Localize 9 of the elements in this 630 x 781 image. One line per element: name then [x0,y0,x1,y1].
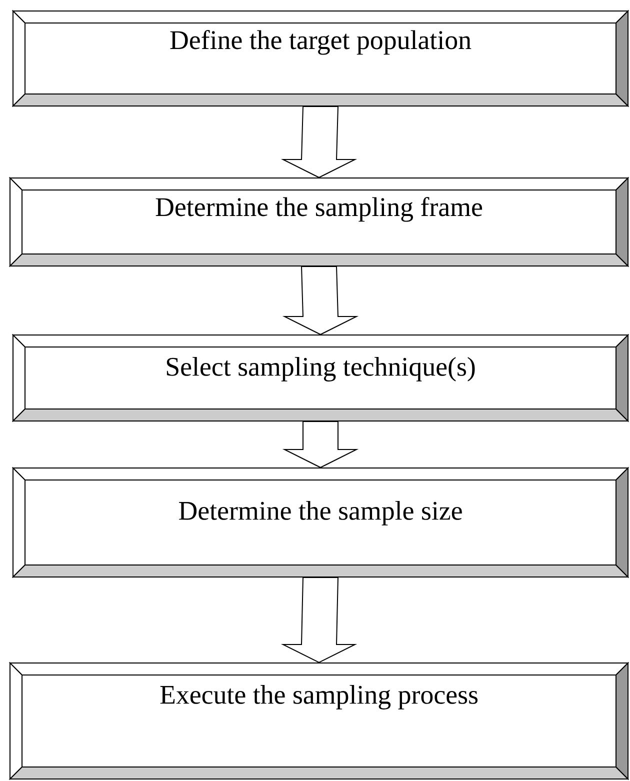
node-label: Determine the sampling frame [156,197,482,222]
block-arrow [282,266,359,336]
node-label: Select sampling technique(s) [166,356,475,382]
block-arrow [282,421,359,468]
node-label: Determine the sample size [178,500,462,526]
block-arrow [280,106,358,178]
node-label: Execute the sampling process [160,684,478,710]
block-arrow [280,577,358,664]
node-label: Define the target population [170,30,472,55]
